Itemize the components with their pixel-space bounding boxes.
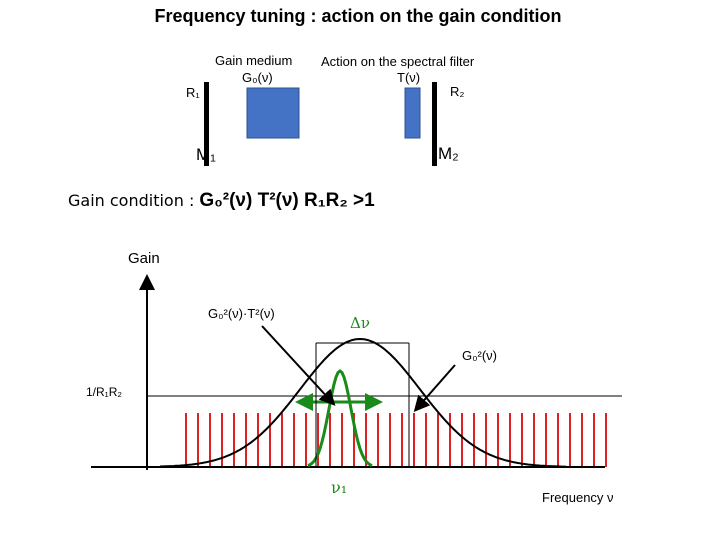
gain-curve-label: G₀²(ν) — [462, 348, 497, 363]
mirror-m2 — [432, 82, 437, 166]
spectral-filter-block — [404, 87, 421, 139]
page-title: Frequency tuning : action on the gain co… — [154, 6, 562, 26]
threshold-label: 1/R₁R₂ — [86, 385, 123, 399]
gain-curve — [159, 337, 566, 468]
y-axis-label: Gain — [128, 250, 160, 267]
lasing-frequency-label: ν₁ — [331, 478, 348, 497]
filtered-gain-curve — [307, 369, 373, 467]
filter-label: Action on the spectral filter — [321, 54, 475, 69]
filter-symbol: T(ν) — [397, 70, 421, 85]
product-curve-label: G₀²(ν)·T²(ν) — [208, 306, 275, 321]
m1-label: M₁ — [196, 145, 216, 164]
r2-label: R₂ — [450, 84, 465, 99]
gain-condition-formula: G₀²(ν) T²(ν) R₁R₂ >1 — [199, 190, 375, 211]
gain-condition-prefix: Gain condition : — [68, 191, 200, 210]
gain-pointer — [413, 364, 456, 413]
gain-medium-label: Gain medium — [215, 53, 293, 68]
gain-medium-symbol: G₀(ν) — [242, 70, 273, 85]
mirror-m1 — [204, 82, 209, 166]
longitudinal-modes — [185, 413, 607, 467]
gain-condition: Gain condition : G₀²(ν) T²(ν) R₁R₂ >1 — [68, 190, 375, 212]
x-axis-label: Frequency ν — [542, 490, 614, 505]
gain-medium-block — [246, 87, 300, 139]
product-pointer — [261, 325, 336, 406]
r1-label: R₁ — [186, 85, 200, 100]
laser-cavity-diagram — [204, 82, 437, 166]
m2-label: M₂ — [438, 144, 459, 163]
bandwidth-label: Δν — [350, 314, 370, 332]
